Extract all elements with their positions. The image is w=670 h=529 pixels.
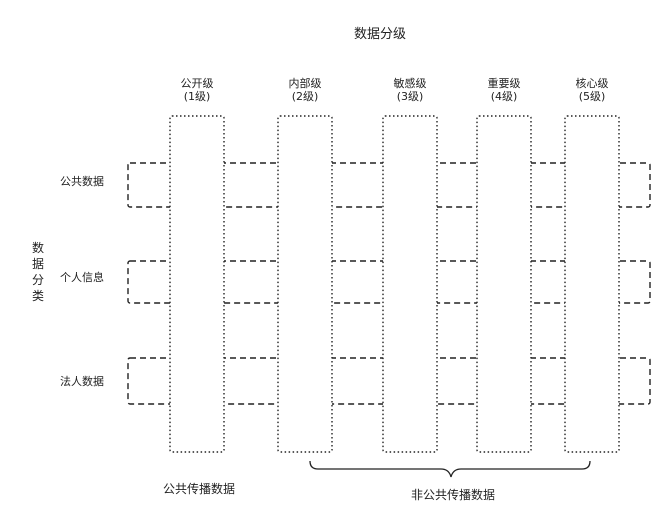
level-column-1: [169, 115, 225, 453]
non-public-dissemination-label: 非公共传播数据: [410, 488, 496, 502]
diagram-title: 数据分级: [353, 27, 407, 42]
level-name: 内部级: [288, 77, 322, 90]
level-code: (3级): [396, 90, 424, 103]
level-column-3: [382, 115, 438, 453]
public-dissemination-label: 公共传播数据: [162, 482, 236, 496]
level-name: 核心级: [575, 77, 609, 90]
level-code: (4级): [490, 90, 518, 103]
category-label-public: 公共数据: [60, 175, 104, 188]
level-column-4: [476, 115, 532, 453]
level-name: 重要级: [487, 77, 521, 90]
level-name: 公开级: [180, 77, 214, 90]
y-axis-title: 数据分类: [31, 241, 44, 303]
level-name: 敏感级: [393, 77, 427, 90]
non-public-brace: [309, 460, 591, 478]
level-header-2: 内部级 (2级): [289, 77, 322, 103]
category-label-personal: 个人信息: [60, 271, 104, 284]
level-code: (5级): [578, 90, 606, 103]
category-label-legal-entity: 法人数据: [60, 375, 104, 388]
level-header-1: 公开级 (1级): [181, 77, 214, 103]
level-code: (1级): [183, 90, 211, 103]
level-code: (2级): [291, 90, 319, 103]
level-column-2: [277, 115, 333, 453]
level-header-4: 重要级 (4级): [488, 77, 521, 103]
level-header-3: 敏感级 (3级): [394, 77, 427, 103]
level-header-5: 核心级 (5级): [576, 77, 609, 103]
level-column-5: [564, 115, 620, 453]
